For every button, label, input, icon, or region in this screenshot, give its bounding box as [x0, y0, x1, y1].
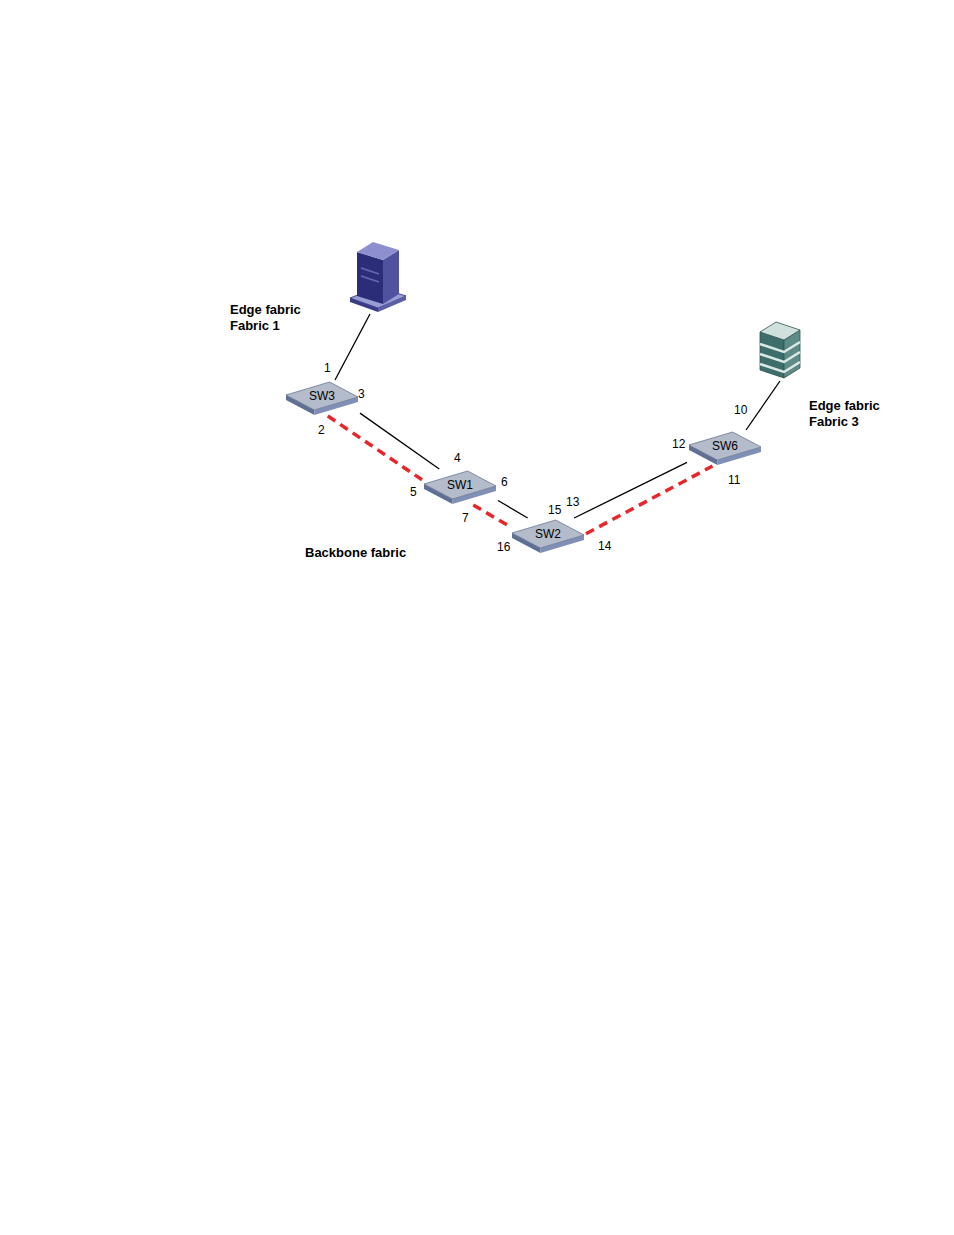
port-label-holder: 14 [598, 540, 611, 552]
port-label-holder: 13 [566, 496, 579, 508]
port-label-holder: 6 [501, 476, 508, 488]
cloud-shadow [247, 359, 391, 457]
storage-band [760, 362, 800, 372]
cloud-fill [242, 353, 386, 451]
port-label-holder: 7 [462, 512, 469, 524]
storage-band [760, 342, 800, 352]
server-slot [361, 268, 379, 274]
storage-link [746, 381, 780, 430]
storage-icon [760, 322, 800, 378]
port-number: 16 [497, 541, 510, 553]
fabric-cloud: SW3 Edge fabric Fabric 1 [226, 302, 401, 462]
port-label-holder: 16 [497, 541, 510, 553]
switch-top [286, 382, 358, 410]
cloud-fill [407, 440, 614, 582]
switch-box: SW3 [284, 380, 360, 416]
storage-band [760, 352, 800, 362]
backbone-route [473, 505, 510, 527]
fabric-link [498, 501, 528, 518]
switch-name: SW2 [535, 528, 561, 540]
switch-name: SW3 [309, 390, 335, 402]
port-number: 6 [501, 476, 508, 488]
port-label-holder: 11 [728, 474, 740, 486]
switch-box: SW2 [510, 518, 586, 554]
port-number: 10 [734, 404, 747, 416]
server-body [357, 242, 399, 260]
port-label-holder: 4 [454, 452, 461, 464]
port-number: 2 [318, 424, 325, 436]
switch-top [512, 520, 584, 548]
switch-top [424, 471, 496, 499]
cloud-outline [643, 368, 903, 506]
port-label-holder: 2 [318, 424, 325, 436]
switch-box: SW1 [422, 469, 498, 505]
port-label-holder: 12 [672, 438, 685, 450]
storage-top [760, 322, 800, 340]
backbone-route [328, 416, 422, 480]
fabric-name: Edge fabric Fabric 1 [230, 302, 320, 333]
server-body [357, 252, 383, 304]
fabric-name: Edge fabric Fabric 3 [809, 398, 895, 429]
port-number: 3 [358, 388, 365, 400]
port-number: 11 [728, 474, 740, 486]
port-label-holder: 15 [548, 504, 561, 516]
port-number: 15 [548, 504, 561, 516]
port-label-holder: 3 [358, 388, 365, 400]
switch-top [689, 432, 761, 460]
port-number: 12 [672, 438, 685, 450]
backbone-route [586, 466, 713, 534]
fabric-link [360, 413, 439, 469]
fabric-name: Backbone fabric [305, 545, 425, 561]
port-number: 7 [462, 512, 469, 524]
fabric-cloud: SW6 Edge fabric Fabric 3 [643, 368, 903, 506]
cloud-shadow [667, 390, 801, 494]
server-slot [361, 276, 379, 282]
cloud-shadow [412, 446, 619, 588]
switch-box: SW6 [687, 430, 763, 466]
port-label-holder: 5 [410, 486, 417, 498]
port-number: 4 [454, 452, 461, 464]
switch-name: SW1 [447, 479, 473, 491]
port-label-holder: 1 [324, 362, 331, 374]
port-number: 14 [598, 540, 611, 552]
cloud-fill [662, 384, 796, 488]
server-icon [350, 242, 406, 312]
port-number: 13 [566, 496, 579, 508]
port-number: 5 [410, 486, 417, 498]
port-number: 1 [324, 362, 331, 374]
port-label-holder: 10 [734, 404, 747, 416]
switch-name: SW6 [712, 440, 738, 452]
host-link [335, 314, 370, 380]
